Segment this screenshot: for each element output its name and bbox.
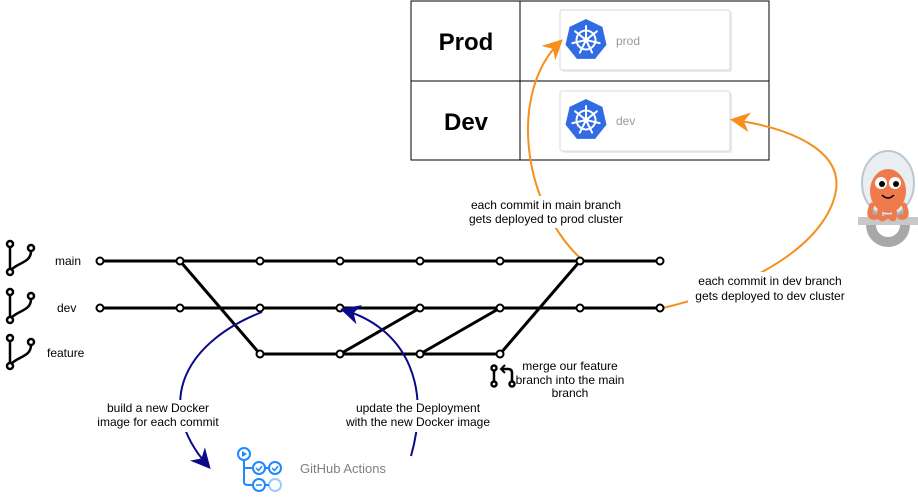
git-branch-icon <box>5 239 36 277</box>
cluster-card-dev[interactable]: dev <box>559 90 732 153</box>
merge-annotation: merge our feature branch into the main b… <box>516 359 625 400</box>
commit-node <box>415 349 425 359</box>
commit-node <box>335 349 345 359</box>
github-actions[interactable]: GitHub Actions <box>237 447 386 492</box>
dev-deploy-annotation: each commit in dev branch gets deployed … <box>688 272 850 304</box>
svg-text:with the new Docker image: with the new Docker image <box>345 415 490 429</box>
kubernetes-icon <box>565 99 607 139</box>
svg-text:gets deployed to prod cluster: gets deployed to prod cluster <box>469 212 623 226</box>
argo-icon <box>858 150 918 247</box>
kubernetes-icon <box>565 19 607 59</box>
commit-node <box>655 256 665 266</box>
commit-node <box>575 303 585 313</box>
branch-lines <box>100 259 660 356</box>
merge-line-main <box>498 260 582 355</box>
commit-node <box>495 256 505 266</box>
github-actions-icon <box>237 447 282 492</box>
merge-line-1 <box>339 306 421 356</box>
svg-text:merge our feature: merge our feature <box>522 359 618 373</box>
commit-node <box>175 303 185 313</box>
branch-label-feature: feature <box>47 346 85 360</box>
main-deploy-annotation: each commit in main branch gets deployed… <box>453 196 639 228</box>
svg-text:build a new Docker: build a new Docker <box>107 401 209 415</box>
commit-node <box>95 256 105 266</box>
cluster-name-dev: dev <box>616 114 635 128</box>
build-annotation: build a new Docker image for each commit <box>92 400 224 432</box>
env-label-prod: Prod <box>439 29 494 56</box>
build-arrow <box>179 311 263 470</box>
commit-node <box>335 256 345 266</box>
merge-line-2 <box>419 306 501 356</box>
commit-node <box>255 303 265 313</box>
commit-node <box>655 303 665 313</box>
git-branch-icon <box>5 287 36 325</box>
svg-text:branch into the main: branch into the main <box>516 373 625 387</box>
commit-node <box>255 349 265 359</box>
commit-node <box>415 303 425 313</box>
github-actions-label: GitHub Actions <box>300 461 386 476</box>
branch-label-dev: dev <box>57 301 76 315</box>
env-label-dev: Dev <box>444 109 489 136</box>
git-branch-icon <box>5 333 36 371</box>
commit-node <box>255 256 265 266</box>
svg-text:gets deployed to dev cluster: gets deployed to dev cluster <box>695 289 844 303</box>
commit-node <box>415 256 425 266</box>
cluster-name-prod: prod <box>616 34 640 48</box>
commit-node <box>495 303 505 313</box>
update-arrow <box>340 305 419 457</box>
commit-node <box>175 256 185 266</box>
commit-node <box>575 256 585 266</box>
feature-branch-off-line <box>178 260 262 355</box>
svg-text:image for each commit: image for each commit <box>97 415 219 429</box>
commit-node <box>495 349 505 359</box>
branch-label-main: main <box>55 254 81 268</box>
svg-text:each commit in main branch: each commit in main branch <box>471 198 621 212</box>
svg-text:each commit in dev branch: each commit in dev branch <box>698 274 841 288</box>
commit-node <box>335 303 345 313</box>
deploy-prod-arrow <box>527 39 581 259</box>
commit-node <box>95 303 105 313</box>
commit-nodes <box>95 256 665 359</box>
svg-text:branch: branch <box>552 386 589 400</box>
environment-table: Prod Dev prod <box>410 0 770 161</box>
svg-text:update the Deployment: update the Deployment <box>356 401 481 415</box>
pull-request-icon <box>490 364 516 388</box>
update-annotation: update the Deployment with the new Docke… <box>340 400 496 432</box>
cluster-card-prod[interactable]: prod <box>559 9 732 72</box>
